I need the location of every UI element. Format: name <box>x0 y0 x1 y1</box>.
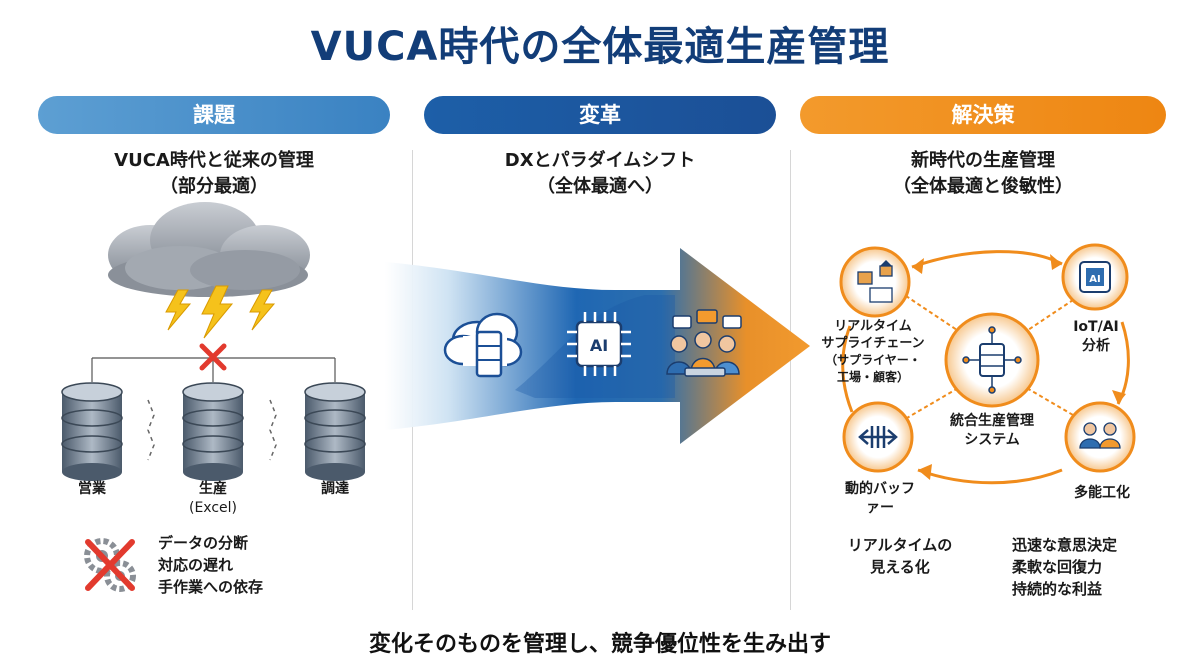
supply-chain-label-line3: （サプライヤー・ <box>825 353 921 367</box>
problem-item: 対応の遅れ <box>158 556 234 574</box>
dynamic-buffer-node-label: 動的バッフ ァー <box>830 480 930 518</box>
team-collaboration-icon <box>666 309 742 377</box>
change-heading-line2: （全体最適へ） <box>537 176 663 197</box>
cloud-database-icon <box>443 312 523 378</box>
database-label-sales: 営業 <box>78 481 106 497</box>
integrated-system-hub-icon <box>944 312 1040 408</box>
benefits-left: リアルタイムの 見える化 <box>830 534 970 578</box>
supply-chain-label-line2: サプライチェーン <box>821 336 925 351</box>
column-divider-right <box>790 150 791 610</box>
solution-heading-line2: （全体最適と俊敏性） <box>893 176 1073 197</box>
integrated-system-label: 統合生産管理 システム <box>932 412 1052 450</box>
ai-chip-label: AI <box>590 336 608 355</box>
lightning-bolt-icon <box>165 285 276 339</box>
database-icon-procurement <box>304 382 366 481</box>
dynamic-buffer-label-line2: ァー <box>866 500 894 516</box>
dynamic-buffer-node-icon <box>842 401 914 473</box>
benefit-item: 持続的な利益 <box>1012 580 1103 598</box>
broken-gears-icon <box>84 538 136 592</box>
integrated-system-label-line2: システム <box>964 432 1020 448</box>
data-silo-gap <box>147 399 277 461</box>
multi-skill-node-label: 多能工化 <box>1074 485 1130 501</box>
benefits-right: 迅速な意思決定 柔軟な回復力 持続的な利益 <box>1012 534 1152 600</box>
problem-list: データの分断 対応の遅れ 手作業への依存 <box>158 532 263 598</box>
transformation-arrow: AI <box>385 248 810 444</box>
bottom-message: 変化そのものを管理し、競争優位性を生み出す <box>368 632 831 657</box>
problem-item: データの分断 <box>158 534 249 552</box>
benefit-item: 迅速な意思決定 <box>1012 536 1118 554</box>
iot-ai-node-label: IoT/AI 分析 <box>1056 318 1136 356</box>
benefit-item: リアルタイムの <box>847 536 953 554</box>
benefit-item: 柔軟な回復力 <box>1012 558 1103 576</box>
database-icon-production <box>182 382 244 481</box>
change-header-pill: 変革 <box>424 96 776 134</box>
supply-chain-label-line1: リアルタイム <box>834 319 912 334</box>
database-icon-sales <box>61 382 123 481</box>
system-spokes <box>899 291 1086 423</box>
broken-connector-lines <box>91 357 336 382</box>
storm-cloud-icon <box>108 202 310 297</box>
dynamic-buffer-label-line1: 動的バッフ <box>845 481 915 497</box>
database-label-production: 生産 (Excel) <box>173 480 253 518</box>
multi-skill-node-icon <box>1064 401 1136 473</box>
benefit-item: 見える化 <box>870 558 930 576</box>
ai-chip-icon: AI <box>567 312 631 376</box>
red-x-icon <box>199 343 227 371</box>
iot-ai-node-icon: AI <box>1061 243 1129 311</box>
issue-illustration <box>61 202 366 481</box>
iot-ai-label-line2: 分析 <box>1082 338 1110 354</box>
supply-chain-label-line4: 工場・顧客） <box>836 370 909 384</box>
issue-heading: VUCA時代と従来の管理 （部分最適） <box>38 148 390 200</box>
issue-header-pill: 課題 <box>38 96 390 134</box>
database-label-production-sub: (Excel) <box>188 500 237 516</box>
solution-heading-line1: 新時代の生産管理 <box>911 150 1055 171</box>
integrated-system-label-line1: 統合生産管理 <box>950 413 1034 429</box>
change-heading: DXとパラダイムシフト （全体最適へ） <box>424 148 776 200</box>
change-heading-line1: DXとパラダイムシフト <box>504 150 696 171</box>
iot-ai-chip-label: AI <box>1089 274 1100 285</box>
integrated-system-diagram: AI <box>839 243 1136 485</box>
solution-heading: 新時代の生産管理 （全体最適と俊敏性） <box>800 148 1166 200</box>
solution-header-pill: 解決策 <box>800 96 1166 134</box>
supply-chain-node-label: リアルタイム サプライチェーン （サプライヤー・ 工場・顧客） <box>808 318 938 386</box>
database-label-production-name: 生産 <box>199 481 227 497</box>
supply-chain-node-icon <box>839 246 911 318</box>
issue-heading-line2: （部分最適） <box>160 176 268 197</box>
issue-heading-line1: VUCA時代と従来の管理 <box>114 150 314 171</box>
page-title: VUCA時代の全体最適生産管理 <box>310 24 890 70</box>
iot-ai-label-line1: IoT/AI <box>1073 319 1119 335</box>
database-label-procurement: 調達 <box>321 481 349 497</box>
problem-item: 手作業への依存 <box>158 578 264 596</box>
